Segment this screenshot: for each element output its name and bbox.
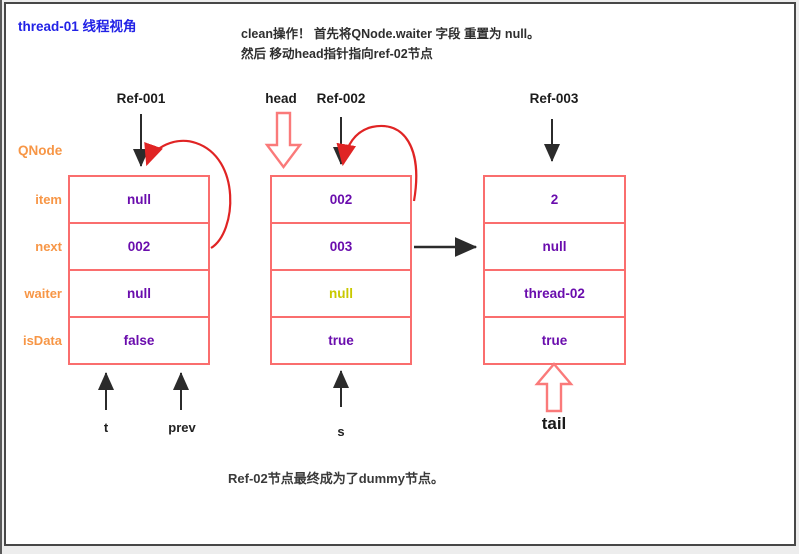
cell-next: 002: [68, 222, 210, 271]
qnode-table-ref-001: null 002 null false: [68, 175, 210, 365]
window-left-edge: [0, 0, 2, 554]
field-label-next: next: [35, 239, 62, 254]
ref-001-label: Ref-001: [116, 91, 166, 106]
cell-next: 003: [270, 222, 412, 271]
clean-note-line2: 然后 移动head指针指向ref-02节点: [241, 47, 433, 61]
s-pointer-label: s: [337, 424, 345, 439]
cell-waiter: null: [68, 269, 210, 318]
cell-item: 2: [483, 175, 626, 224]
thread-view-title: thread-01 线程视角: [18, 19, 137, 34]
qnode-class-label: QNode: [18, 143, 63, 158]
cell-isdata: false: [68, 316, 210, 365]
qnode-table-ref-002: 002 003 null true: [270, 175, 412, 365]
prev-pointer-label: prev: [168, 420, 196, 435]
cell-item: 002: [270, 175, 412, 224]
head-pointer-label: head: [265, 91, 297, 106]
ref-003-label: Ref-003: [529, 91, 579, 106]
dummy-node-note: Ref-02节点最终成为了dummy节点。: [228, 471, 444, 486]
clean-note-line1: clean操作！ 首先将QNode.waiter 字段 重置为 null。: [241, 27, 540, 41]
field-label-waiter: waiter: [24, 286, 62, 301]
cell-next: null: [483, 222, 626, 271]
field-label-isdata: isData: [22, 333, 62, 348]
field-label-item: item: [35, 192, 62, 207]
cell-waiter-cleared: null: [270, 269, 412, 318]
ref-002-label: Ref-002: [316, 91, 366, 106]
cell-item: null: [68, 175, 210, 224]
cell-isdata: true: [270, 316, 412, 365]
tail-pointer-label: tail: [541, 414, 567, 433]
qnode-table-ref-003: 2 null thread-02 true: [483, 175, 626, 365]
t-pointer-label: t: [103, 420, 109, 435]
cell-waiter: thread-02: [483, 269, 626, 318]
cell-isdata: true: [483, 316, 626, 365]
